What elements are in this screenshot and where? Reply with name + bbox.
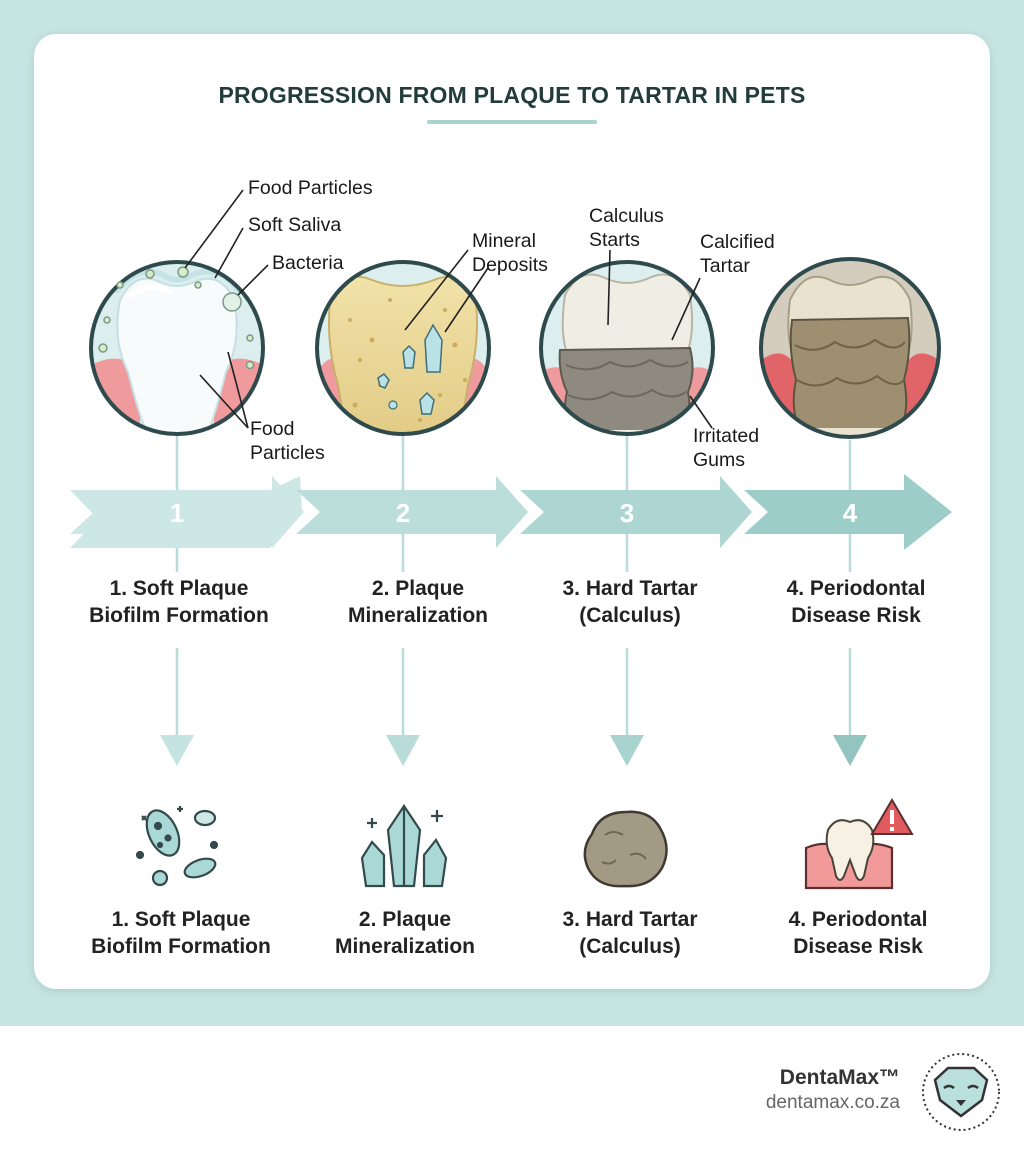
callout-calcified-tartar-2: Tartar <box>700 255 750 277</box>
stage-1-callout-lines <box>184 189 269 429</box>
down-arrow-3-icon <box>610 735 644 766</box>
callout-food-particles-bottom-2: Particles <box>250 442 325 464</box>
tooth-warning-icon <box>804 798 914 890</box>
down-arrow-4-icon <box>833 735 867 766</box>
stage-3-illustration <box>539 260 715 436</box>
stage-label-4-upper: 4. Periodontal Disease Risk <box>736 575 976 629</box>
callout-mineral-deposits-1: Mineral <box>472 230 536 252</box>
page-title: PROGRESSION FROM PLAQUE TO TARTAR IN PET… <box>218 82 806 108</box>
callout-calculus-starts-1: Calculus <box>589 205 664 227</box>
stage-1-lower-line1: 1. Soft Plaque <box>111 908 251 931</box>
stage-label-3-lower: 3. Hard Tartar (Calculus) <box>510 906 750 960</box>
step-number-4: 4 <box>843 498 858 528</box>
stage-1-line2: Biofilm Formation <box>89 604 269 627</box>
stage-2-lower-line2: Mineralization <box>334 935 476 958</box>
stage-4-lower-line2: Disease Risk <box>793 935 923 958</box>
brand-name: DentaMax™ <box>779 1066 900 1089</box>
stage-1-lower-line2: Biofilm Formation <box>91 935 271 958</box>
callout-food-particles-bottom-1: Food <box>250 418 295 440</box>
stage-label-1-lower: 1. Soft Plaque Biofilm Formation <box>61 906 301 960</box>
stage-4-illustration <box>759 257 941 439</box>
stage-label-2-lower: 2. Plaque Mineralization <box>285 906 525 960</box>
crystal-icon <box>360 804 448 888</box>
bacteria-icon <box>135 806 219 887</box>
stage-label-2-upper: 2. Plaque Mineralization <box>298 575 538 629</box>
stage-1-line1: 1. Soft Plaque <box>109 577 249 600</box>
stage-2-illustration <box>315 260 491 436</box>
step-number-1: 1 <box>170 498 184 528</box>
stage-4-line2: Disease Risk <box>791 604 921 627</box>
stage-4-lower-line1: 4. Periodontal <box>788 908 928 931</box>
step-number-2: 2 <box>396 498 410 528</box>
stage-2-callout-lines <box>404 249 489 333</box>
stage-1-illustration <box>89 260 265 436</box>
stage-2-line1: 2. Plaque <box>371 577 465 600</box>
callout-bacteria: Bacteria <box>272 252 344 274</box>
step-number-3: 3 <box>620 498 634 528</box>
callout-calcified-tartar-1: Calcified <box>700 231 775 253</box>
brand-url[interactable]: dentamax.co.za <box>765 1092 900 1113</box>
brand-block: DentaMax™ dentamax.co.za <box>766 1066 900 1114</box>
down-arrows <box>160 735 867 766</box>
timeline-chevrons <box>70 474 952 550</box>
stage-2-line2: Mineralization <box>347 604 489 627</box>
stage-2-lower-line1: 2. Plaque <box>358 908 452 931</box>
stage-3-lower-line1: 3. Hard Tartar <box>562 908 698 931</box>
stage-3-lower-line2: (Calculus) <box>579 935 681 958</box>
callout-soft-saliva: Soft Saliva <box>248 214 342 236</box>
chevron-3 <box>520 476 752 548</box>
chevron-2 <box>296 476 528 548</box>
stage-label-3-upper: 3. Hard Tartar (Calculus) <box>510 575 750 629</box>
callout-mineral-deposits-2: Deposits <box>472 254 548 276</box>
tartar-rock-icon <box>583 810 668 888</box>
callout-irritated-gums-2: Gums <box>693 449 746 471</box>
stage-3-callout-lines <box>607 249 713 429</box>
stage-3-line1: 3. Hard Tartar <box>562 577 698 600</box>
stage-3-line2: (Calculus) <box>579 604 681 627</box>
dog-logo-icon <box>922 1053 1000 1131</box>
chevron-4 <box>744 474 952 550</box>
stage-label-1-upper: 1. Soft Plaque Biofilm Formation <box>59 575 299 629</box>
callout-calculus-starts-2: Starts <box>589 229 640 251</box>
callout-irritated-gums-1: Irritated <box>693 425 760 447</box>
stage-4-line1: 4. Periodontal <box>786 577 926 600</box>
down-arrow-1-icon <box>160 735 194 766</box>
callout-food-particles-top: Food Particles <box>248 177 373 199</box>
stage-label-4-lower: 4. Periodontal Disease Risk <box>738 906 978 960</box>
title-underline <box>427 120 597 124</box>
down-arrow-2-icon <box>386 735 420 766</box>
